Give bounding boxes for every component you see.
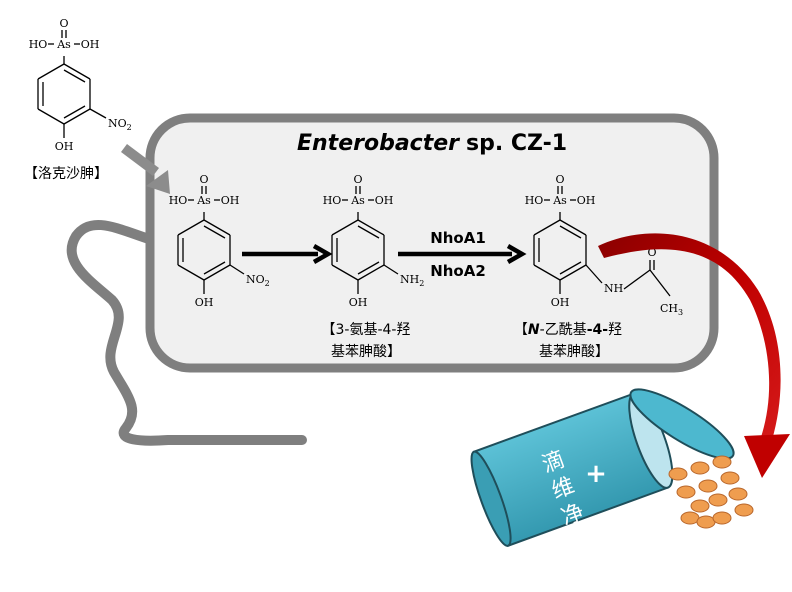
bottle-lid xyxy=(629,388,735,460)
amino-label-line2: 基苯胂酸】 xyxy=(331,343,401,360)
nitarsone-bottle: + 滴 维 净 xyxy=(470,388,735,547)
enzyme-nhoa2-label: NhoA2 xyxy=(430,262,486,280)
pill xyxy=(676,485,696,499)
enzyme-nhoa1-label: NhoA1 xyxy=(430,229,486,247)
m2-as-label: As xyxy=(196,194,211,207)
roxarsone-label: 【洛克沙胂】 xyxy=(24,166,108,182)
pill xyxy=(712,511,732,525)
pill xyxy=(690,461,710,475)
roxarsone-o-label: O xyxy=(59,17,68,30)
pill xyxy=(728,487,748,501)
pill xyxy=(708,493,728,507)
m2-oh-bottom-label: OH xyxy=(195,296,214,309)
pills xyxy=(668,455,754,529)
m4-carbonyl-o-label: O xyxy=(647,246,656,259)
roxarsone-as-label: As xyxy=(56,38,71,51)
m4-ch3-label: CH3 xyxy=(660,302,683,317)
pill xyxy=(698,479,718,493)
pill xyxy=(680,511,700,525)
pill xyxy=(734,503,754,517)
bottle-base xyxy=(470,450,512,547)
roxarsone-no2-label: NO2 xyxy=(108,117,132,132)
m3-o-label: O xyxy=(353,173,362,186)
m4-o-label: O xyxy=(555,173,564,186)
export-arrow xyxy=(598,233,781,440)
m4-nh-label: NH xyxy=(604,282,623,295)
uptake-arrow-head xyxy=(146,170,170,194)
m4-ho-label: HO xyxy=(525,194,544,207)
pill xyxy=(668,467,688,481)
m3-ho-label: HO xyxy=(323,194,342,207)
m2-oh-label: OH xyxy=(221,194,240,207)
uptake-arrow-shaft xyxy=(121,144,159,176)
m3-oh-label: OH xyxy=(375,194,394,207)
m4-oh-bottom-label: OH xyxy=(551,296,570,309)
m3-oh-bottom-label: OH xyxy=(349,296,368,309)
roxarsone-oh-label: OH xyxy=(81,38,100,51)
m4-oh-label: OH xyxy=(577,194,596,207)
flagellum xyxy=(66,220,307,446)
amino-structure xyxy=(331,186,399,294)
pill xyxy=(696,515,716,529)
m3-as-label: As xyxy=(350,194,365,207)
strain-name: sp. CZ-1 xyxy=(466,131,567,156)
acetyl-label-line2: 基苯胂酸】 xyxy=(539,343,609,360)
m2-o-label: O xyxy=(199,173,208,186)
roxarsone-structure xyxy=(37,30,107,138)
pill xyxy=(712,455,732,469)
reaction-arrow-1-head xyxy=(312,244,333,264)
acetyl-label-line1: 【N-乙酰基-4-羟 xyxy=(514,321,622,338)
bacterial-cell xyxy=(145,113,719,373)
bottle-plus: + xyxy=(585,459,607,489)
m3-nh2-label: NH2 xyxy=(400,273,424,288)
pill xyxy=(690,499,710,513)
m2-ho-label: HO xyxy=(169,194,188,207)
roxarsone-ho-label: HO xyxy=(29,38,48,51)
genus-name: Enterobacter xyxy=(297,131,460,156)
m4-as-label: As xyxy=(552,194,567,207)
m2-no2-label: NO2 xyxy=(246,273,270,288)
amino-label-line1: 【3-氨基-4-羟 xyxy=(322,321,411,338)
roxarsone-inside-structure xyxy=(177,186,245,294)
pill xyxy=(720,471,740,485)
acetyl-structure xyxy=(533,186,671,297)
export-arrow-head xyxy=(744,434,790,478)
reaction-arrow-2-head xyxy=(506,244,527,264)
roxarsone-oh-bottom-label: OH xyxy=(55,140,74,153)
